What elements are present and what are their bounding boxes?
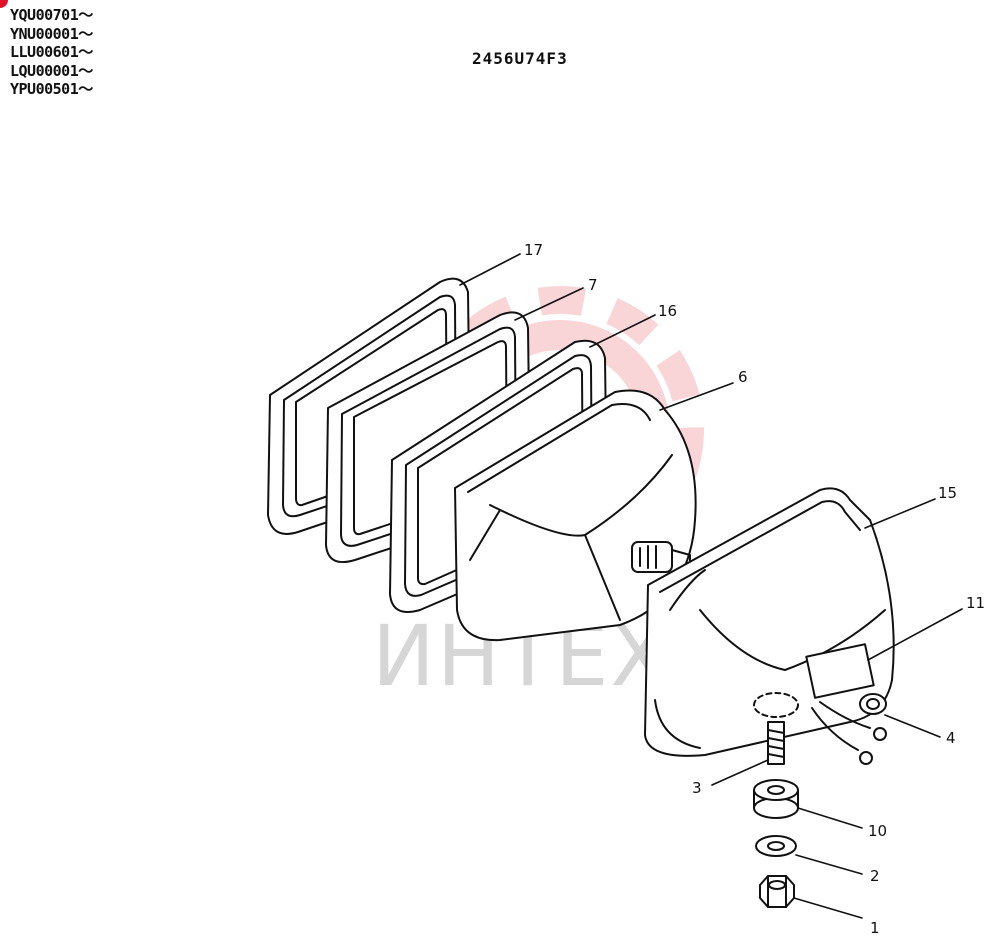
part-1-nut <box>759 875 795 908</box>
drawing-code: 2456U74F3 <box>472 49 568 68</box>
serial-range: YNU00001～ <box>10 24 93 43</box>
leader-15 <box>864 498 936 529</box>
leader-1 <box>793 897 863 919</box>
serial-range-list: YQU00701～ YNU00001～ LLU00601～ LQU00001～ … <box>10 6 93 99</box>
callout-1: 1 <box>870 919 880 937</box>
leader-7 <box>514 287 584 321</box>
callout-6: 6 <box>738 368 748 386</box>
leader-lines <box>459 253 963 919</box>
leader-17 <box>459 253 521 286</box>
leader-3 <box>711 759 769 786</box>
callout-3: 3 <box>692 779 702 797</box>
callout-4: 4 <box>946 729 956 747</box>
serial-range: YPU00501～ <box>10 80 93 98</box>
mount-hole-indicator <box>753 692 799 718</box>
callout-17: 17 <box>524 241 543 259</box>
serial-range: YQU00701～ <box>10 6 93 24</box>
part-6-lamp-lens <box>454 389 697 642</box>
lamp-wires <box>811 701 887 765</box>
leader-11 <box>867 608 963 661</box>
leader-6 <box>659 382 734 411</box>
callout-16: 16 <box>658 302 677 320</box>
leader-10 <box>797 807 863 829</box>
leader-4 <box>884 714 941 738</box>
part-10-spacer <box>753 779 799 819</box>
callout-10: 10 <box>868 822 887 840</box>
serial-range: LQU00001～ <box>10 61 93 80</box>
callout-15: 15 <box>938 484 957 502</box>
leader-16 <box>589 314 656 348</box>
corner-marker <box>0 0 8 8</box>
leader-2 <box>795 854 863 875</box>
part-4-grommet <box>859 693 887 715</box>
part-3-bolt <box>767 721 785 765</box>
callout-2: 2 <box>870 867 880 885</box>
callout-11: 11 <box>966 594 985 612</box>
callout-labels: 17 7 16 6 15 11 4 3 10 2 1 <box>524 241 985 937</box>
part-2-washer <box>755 835 797 857</box>
callout-7: 7 <box>588 276 598 294</box>
part-11-label-plate <box>805 643 875 699</box>
serial-range: LLU00601～ <box>10 43 93 61</box>
